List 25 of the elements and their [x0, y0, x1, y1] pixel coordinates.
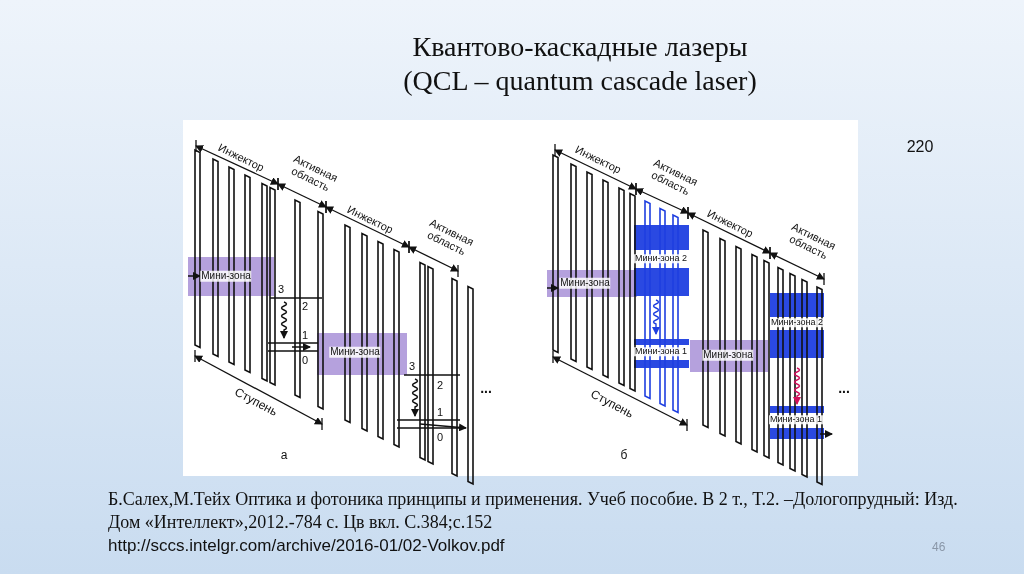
minizone-label: Мини-зона: [702, 349, 754, 361]
minizone-label: Мини-зона: [329, 346, 381, 358]
level-number: 3: [277, 284, 285, 296]
slide-title: Квантово-каскадные лазеры (QCL – quantum cascade laser): [402, 30, 758, 98]
level-number: 2: [301, 301, 309, 313]
minizone-label: Мини-зона: [200, 270, 252, 282]
level-number: 0: [301, 355, 309, 367]
minizone-label: Мини-зона 2: [770, 318, 824, 328]
minizone-label: Мини-зона: [559, 277, 611, 289]
panel-label: а: [280, 448, 288, 462]
level-number: 3: [408, 361, 416, 373]
level-number: 2: [436, 380, 444, 392]
source-url: http://sccs.intelgr.com/archive/2016-01/02-Volkov.pdf: [108, 536, 505, 556]
slide-number: 46: [932, 540, 946, 554]
minizone-label: Мини-зона 1: [769, 415, 823, 425]
ellipsis: ...: [838, 380, 850, 396]
reference-text: Б.Салех,М.Тейх Оптика и фотоника принципы и применения. Учеб пособие. В 2 т., Т.2. –Дологопрудный: Изд. Дом «Интеллект»,2012.-784 с. Цв вкл. С.384;с.152: [108, 488, 958, 534]
minizone-label: Мини-зона 1: [634, 347, 688, 357]
ellipsis: ...: [480, 380, 492, 396]
panel-label: б: [620, 448, 628, 462]
level-number: 1: [436, 407, 444, 419]
minizone-label: Мини-зона 2: [634, 254, 688, 264]
level-number: 1: [301, 330, 309, 342]
level-number: 0: [436, 432, 444, 444]
page-number: 220: [906, 138, 934, 156]
